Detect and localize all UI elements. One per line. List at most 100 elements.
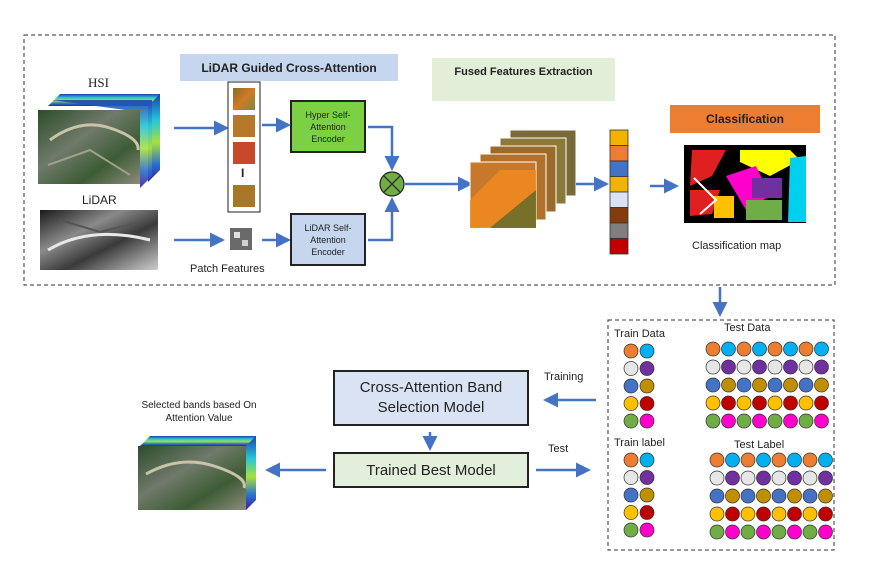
arrow-hyper-to-fusion bbox=[368, 125, 400, 171]
band-selection-model-text: Cross-Attention Band Selection Model bbox=[359, 379, 503, 416]
train-label-label: Train label bbox=[614, 437, 665, 449]
sample-dot bbox=[818, 488, 833, 504]
sample-dot bbox=[639, 361, 655, 376]
sample-dot bbox=[623, 378, 639, 394]
selected-bands-label: Selected bands based On Attention Value bbox=[141, 400, 257, 424]
hsi-patch bbox=[233, 88, 255, 110]
fusion-multiply-node bbox=[379, 171, 405, 197]
sample-dot bbox=[771, 506, 787, 522]
sample-dot bbox=[736, 359, 752, 375]
sample-dot bbox=[767, 359, 783, 375]
hsi-patch bbox=[233, 142, 255, 164]
sample-dot bbox=[639, 343, 655, 359]
training-label: Training bbox=[544, 371, 584, 383]
sample-dot bbox=[783, 413, 798, 429]
sample-dot bbox=[752, 413, 767, 429]
sample-dot bbox=[705, 341, 721, 357]
sample-dot bbox=[787, 488, 802, 504]
sample-dot bbox=[756, 470, 771, 486]
sample-dot bbox=[756, 452, 771, 468]
sample-dot bbox=[771, 524, 787, 540]
feature-vector-cell bbox=[609, 207, 629, 224]
sample-dot bbox=[639, 522, 655, 538]
hsi-patch bbox=[233, 115, 255, 137]
fused-features-title: Fused Features Extraction bbox=[432, 58, 615, 101]
dataset-frame bbox=[607, 319, 835, 551]
feature-vector-cell bbox=[609, 191, 629, 208]
lidar-self-attention-encoder: LiDAR Self-Attention Encoder bbox=[290, 213, 366, 266]
classification-map-image bbox=[684, 145, 806, 223]
sample-dot bbox=[721, 413, 736, 429]
sample-dot bbox=[623, 505, 639, 520]
sample-dot bbox=[783, 341, 798, 357]
lidar-encoder-text: LiDAR Self-Attention Encoder bbox=[304, 222, 352, 257]
sample-dot bbox=[767, 341, 783, 357]
sample-dot bbox=[783, 377, 798, 393]
sample-dot bbox=[740, 524, 756, 540]
feature-vector-cell bbox=[609, 222, 629, 239]
sample-dot bbox=[818, 470, 833, 486]
sample-dot bbox=[814, 359, 829, 375]
cross-attention-title-text: LiDAR Guided Cross-Attention bbox=[201, 60, 377, 75]
sample-dot bbox=[798, 413, 814, 429]
feature-vector-cell bbox=[609, 145, 629, 162]
sample-dot bbox=[736, 413, 752, 429]
sample-dot bbox=[783, 395, 798, 411]
sample-dot bbox=[725, 470, 740, 486]
trained-best-model-text: Trained Best Model bbox=[366, 461, 496, 479]
sample-dot bbox=[709, 452, 725, 468]
sample-dot bbox=[752, 359, 767, 375]
lidar-patch-texture bbox=[234, 232, 240, 238]
lidar-label: LiDAR bbox=[82, 193, 117, 207]
test-label-label: Test Label bbox=[734, 439, 785, 451]
fused-features-title-text: Fused Features Extraction bbox=[454, 66, 593, 78]
sample-dot bbox=[756, 488, 771, 504]
patch-separator: I bbox=[241, 166, 245, 180]
selected-bands-image bbox=[138, 436, 256, 510]
sample-dot bbox=[705, 359, 721, 375]
sample-dot bbox=[787, 452, 802, 468]
sample-dot bbox=[623, 413, 639, 429]
sample-dot bbox=[721, 341, 736, 357]
sample-dot bbox=[705, 377, 721, 393]
hsi-label: HSI bbox=[88, 75, 109, 90]
patch-features-label: Patch Features bbox=[190, 263, 265, 275]
fused-feature-vector bbox=[609, 129, 629, 255]
feature-vector-cell bbox=[609, 160, 629, 177]
arrow-lidar-to-fusion bbox=[368, 197, 400, 242]
feature-vector-cell bbox=[609, 129, 629, 146]
sample-dot bbox=[818, 524, 833, 540]
sample-dot bbox=[639, 396, 655, 411]
sample-dot bbox=[736, 395, 752, 411]
fused-feature-stack-image bbox=[469, 129, 577, 229]
sample-dot bbox=[623, 522, 639, 538]
sample-dot bbox=[752, 341, 767, 357]
sample-dot bbox=[639, 413, 655, 429]
sample-dot bbox=[798, 395, 814, 411]
sample-dot bbox=[740, 488, 756, 504]
sample-dot bbox=[740, 452, 756, 468]
sample-dot bbox=[721, 377, 736, 393]
sample-dot bbox=[623, 343, 639, 359]
sample-dot bbox=[725, 506, 740, 522]
sample-dot bbox=[787, 470, 802, 486]
sample-dot bbox=[705, 413, 721, 429]
classification-title-text: Classification bbox=[705, 112, 785, 126]
sample-dot bbox=[802, 470, 818, 486]
test-data-label: Test Data bbox=[724, 322, 771, 334]
sample-dot bbox=[639, 452, 655, 468]
test-flow-label: Test bbox=[548, 443, 569, 455]
sample-dot bbox=[752, 395, 767, 411]
sample-dot bbox=[639, 487, 655, 503]
lidar-image bbox=[40, 210, 158, 270]
sample-dot bbox=[798, 377, 814, 393]
sample-dot bbox=[639, 470, 655, 485]
sample-dot bbox=[721, 395, 736, 411]
sample-dot bbox=[623, 361, 639, 376]
sample-dot bbox=[767, 377, 783, 393]
sample-dot bbox=[725, 524, 740, 540]
sample-dot bbox=[783, 359, 798, 375]
band-selection-model-box: Cross-Attention Band Selection Model bbox=[333, 370, 529, 426]
sample-dot bbox=[740, 506, 756, 522]
